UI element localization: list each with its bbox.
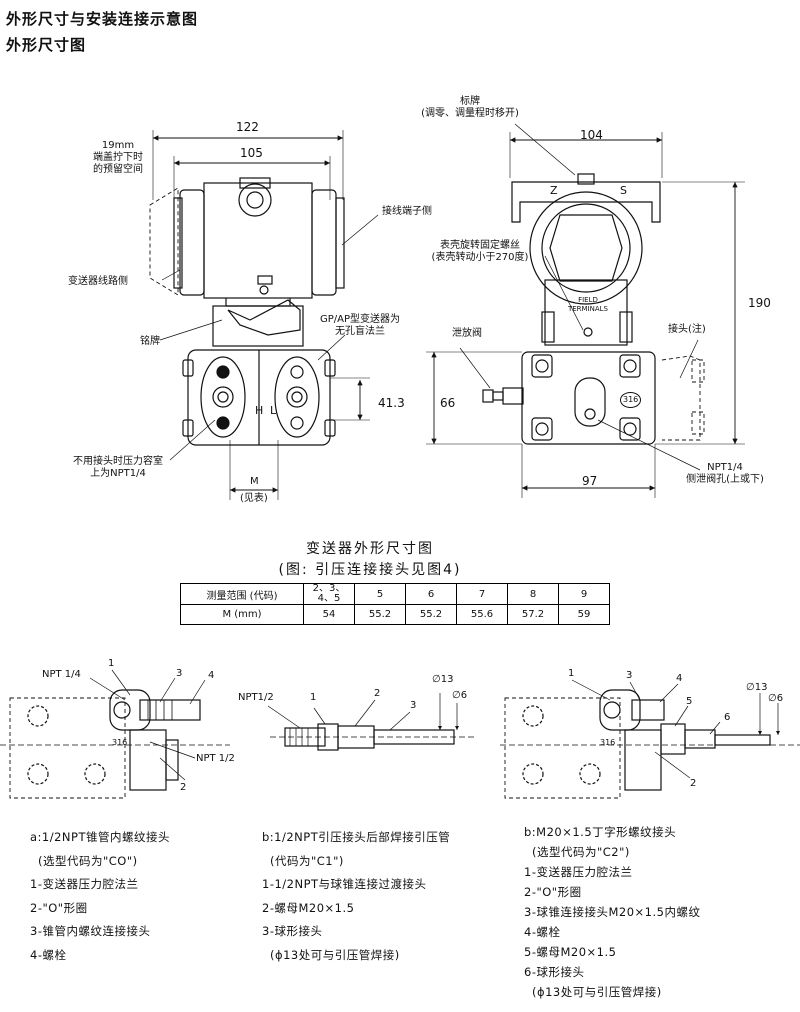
legend-b: b:1/2NPT引压接头后部焊接引压管 (代码为"C1") 1-1/2NPT与球… xyxy=(262,830,451,962)
table-code-cell: 8 xyxy=(507,583,559,605)
circuit-side-label: 变送器线路侧 xyxy=(68,276,128,287)
table-row-codes: 测量范围 (代码) 2、3、4、5 5 6 7 8 9 xyxy=(180,583,610,605)
dim-lower-label: 66 xyxy=(440,396,456,410)
table-value-cell: 54 xyxy=(303,604,355,625)
right-view-drawing xyxy=(426,123,745,498)
left-view-drawing xyxy=(149,130,379,500)
conn-b-d13: ∅13 xyxy=(432,674,454,685)
callout-4: 4 xyxy=(208,670,215,681)
side-vent-note: NPT1/4 侧泄阀孔(上或下) xyxy=(686,462,764,485)
dimension-table: 测量范围 (代码) 2、3、4、5 5 6 7 8 9 M (mm) 54 55… xyxy=(180,583,610,625)
conn-b-drawing xyxy=(267,693,475,751)
m-note: (见表) xyxy=(240,493,268,504)
dim-bottom-label: 97 xyxy=(582,474,598,488)
callout-3: 3 xyxy=(410,700,417,711)
table-value-cell: 57.2 xyxy=(507,604,559,625)
unused-port-note: 不用接头时压力容室 上为NPT1/4 xyxy=(73,456,163,479)
conn-c-badge: 316 xyxy=(600,738,616,747)
table-caption: 变送器外形尺寸图 xyxy=(306,541,434,557)
table-code-cell: 6 xyxy=(405,583,457,605)
label-plate-note: 标牌 (调零、调量程时移开) xyxy=(421,96,519,119)
table-code-cell: 5 xyxy=(354,583,406,605)
page-title: 外形尺寸与安装连接示意图 xyxy=(6,10,199,28)
table-code-cell: 7 xyxy=(456,583,508,605)
rotate-note: 表壳旋转固定螺丝 (表壳转动小于270度) xyxy=(431,240,529,263)
table-subcaption: (图: 引压连接接头见图4) xyxy=(278,562,462,578)
material-badge: 316 xyxy=(620,392,642,408)
callout-1: 1 xyxy=(108,658,115,669)
table-row-values: M (mm) 54 55.2 55.2 55.6 57.2 59 xyxy=(180,604,610,625)
dim-top-label: 104 xyxy=(580,128,603,142)
dim-height-label: 41.3 xyxy=(378,396,405,410)
conn-a-npt-bottom: NPT 1/2 xyxy=(196,753,235,764)
connector-note: 接头(注) xyxy=(668,324,706,335)
s-mark: S xyxy=(620,184,627,197)
conn-b-d6: ∅6 xyxy=(452,690,468,701)
drain-valve-label: 泄放阀 xyxy=(452,328,482,339)
nameplate-label: 铭牌 xyxy=(140,336,160,347)
table-code-cell: 9 xyxy=(558,583,610,605)
dim-width-label: 122 xyxy=(236,120,259,134)
legend-c: b:M20×1.5丁字形螺纹接头 (选型代码为"C2") 1-变送器压力腔法兰 … xyxy=(524,825,701,999)
conn-c-d6: ∅6 xyxy=(768,693,784,704)
legend-a: a:1/2NPT锥管内螺纹接头 (选型代码为"CO") 1-变送器压力腔法兰 2… xyxy=(30,830,170,962)
dim-total-label: 190 xyxy=(748,296,771,310)
callout-5: 5 xyxy=(686,696,693,707)
callout-2: 2 xyxy=(690,778,697,789)
callout-2: 2 xyxy=(374,688,381,699)
section-title: 外形尺寸图 xyxy=(6,36,87,54)
h-mark: H xyxy=(255,404,264,417)
gp-ap-note: GP/AP型变送器为 无孔盲法兰 xyxy=(319,314,401,337)
field-terminals-label: FIELD TERMINALS xyxy=(567,296,609,313)
clearance-note: 19mm 端盖拧下时 的预留空间 xyxy=(93,140,143,175)
conn-a-npt-top: NPT 1/4 xyxy=(42,669,81,680)
callout-4: 4 xyxy=(676,673,683,684)
conn-b-npt: NPT1/2 xyxy=(238,692,274,703)
table-value-cell: 55.2 xyxy=(405,604,457,625)
callout-1: 1 xyxy=(568,668,575,679)
callout-3: 3 xyxy=(176,668,183,679)
callout-1: 1 xyxy=(310,692,317,703)
z-mark: Z xyxy=(550,184,558,197)
conn-a-badge: 316 xyxy=(112,738,128,747)
callout-6: 6 xyxy=(724,712,731,723)
conn-c-d13: ∅13 xyxy=(746,682,768,693)
callout-2: 2 xyxy=(180,782,187,793)
table-header-label: 测量范围 (代码) xyxy=(180,583,304,605)
conn-c-drawing xyxy=(500,679,800,799)
conn-a-drawing xyxy=(0,669,230,799)
table-code-cell: 2、3、4、5 xyxy=(303,583,355,605)
table-value-cell: 55.2 xyxy=(354,604,406,625)
terminal-side-label: 接线端子侧 xyxy=(382,206,432,217)
l-mark: L xyxy=(270,404,277,417)
table-value-cell: 55.6 xyxy=(456,604,508,625)
dim-inner-label: 105 xyxy=(240,146,263,160)
table-value-cell: 59 xyxy=(558,604,610,625)
m-label: M xyxy=(250,476,259,487)
callout-3: 3 xyxy=(626,670,633,681)
table-row-label: M (mm) xyxy=(180,604,304,625)
